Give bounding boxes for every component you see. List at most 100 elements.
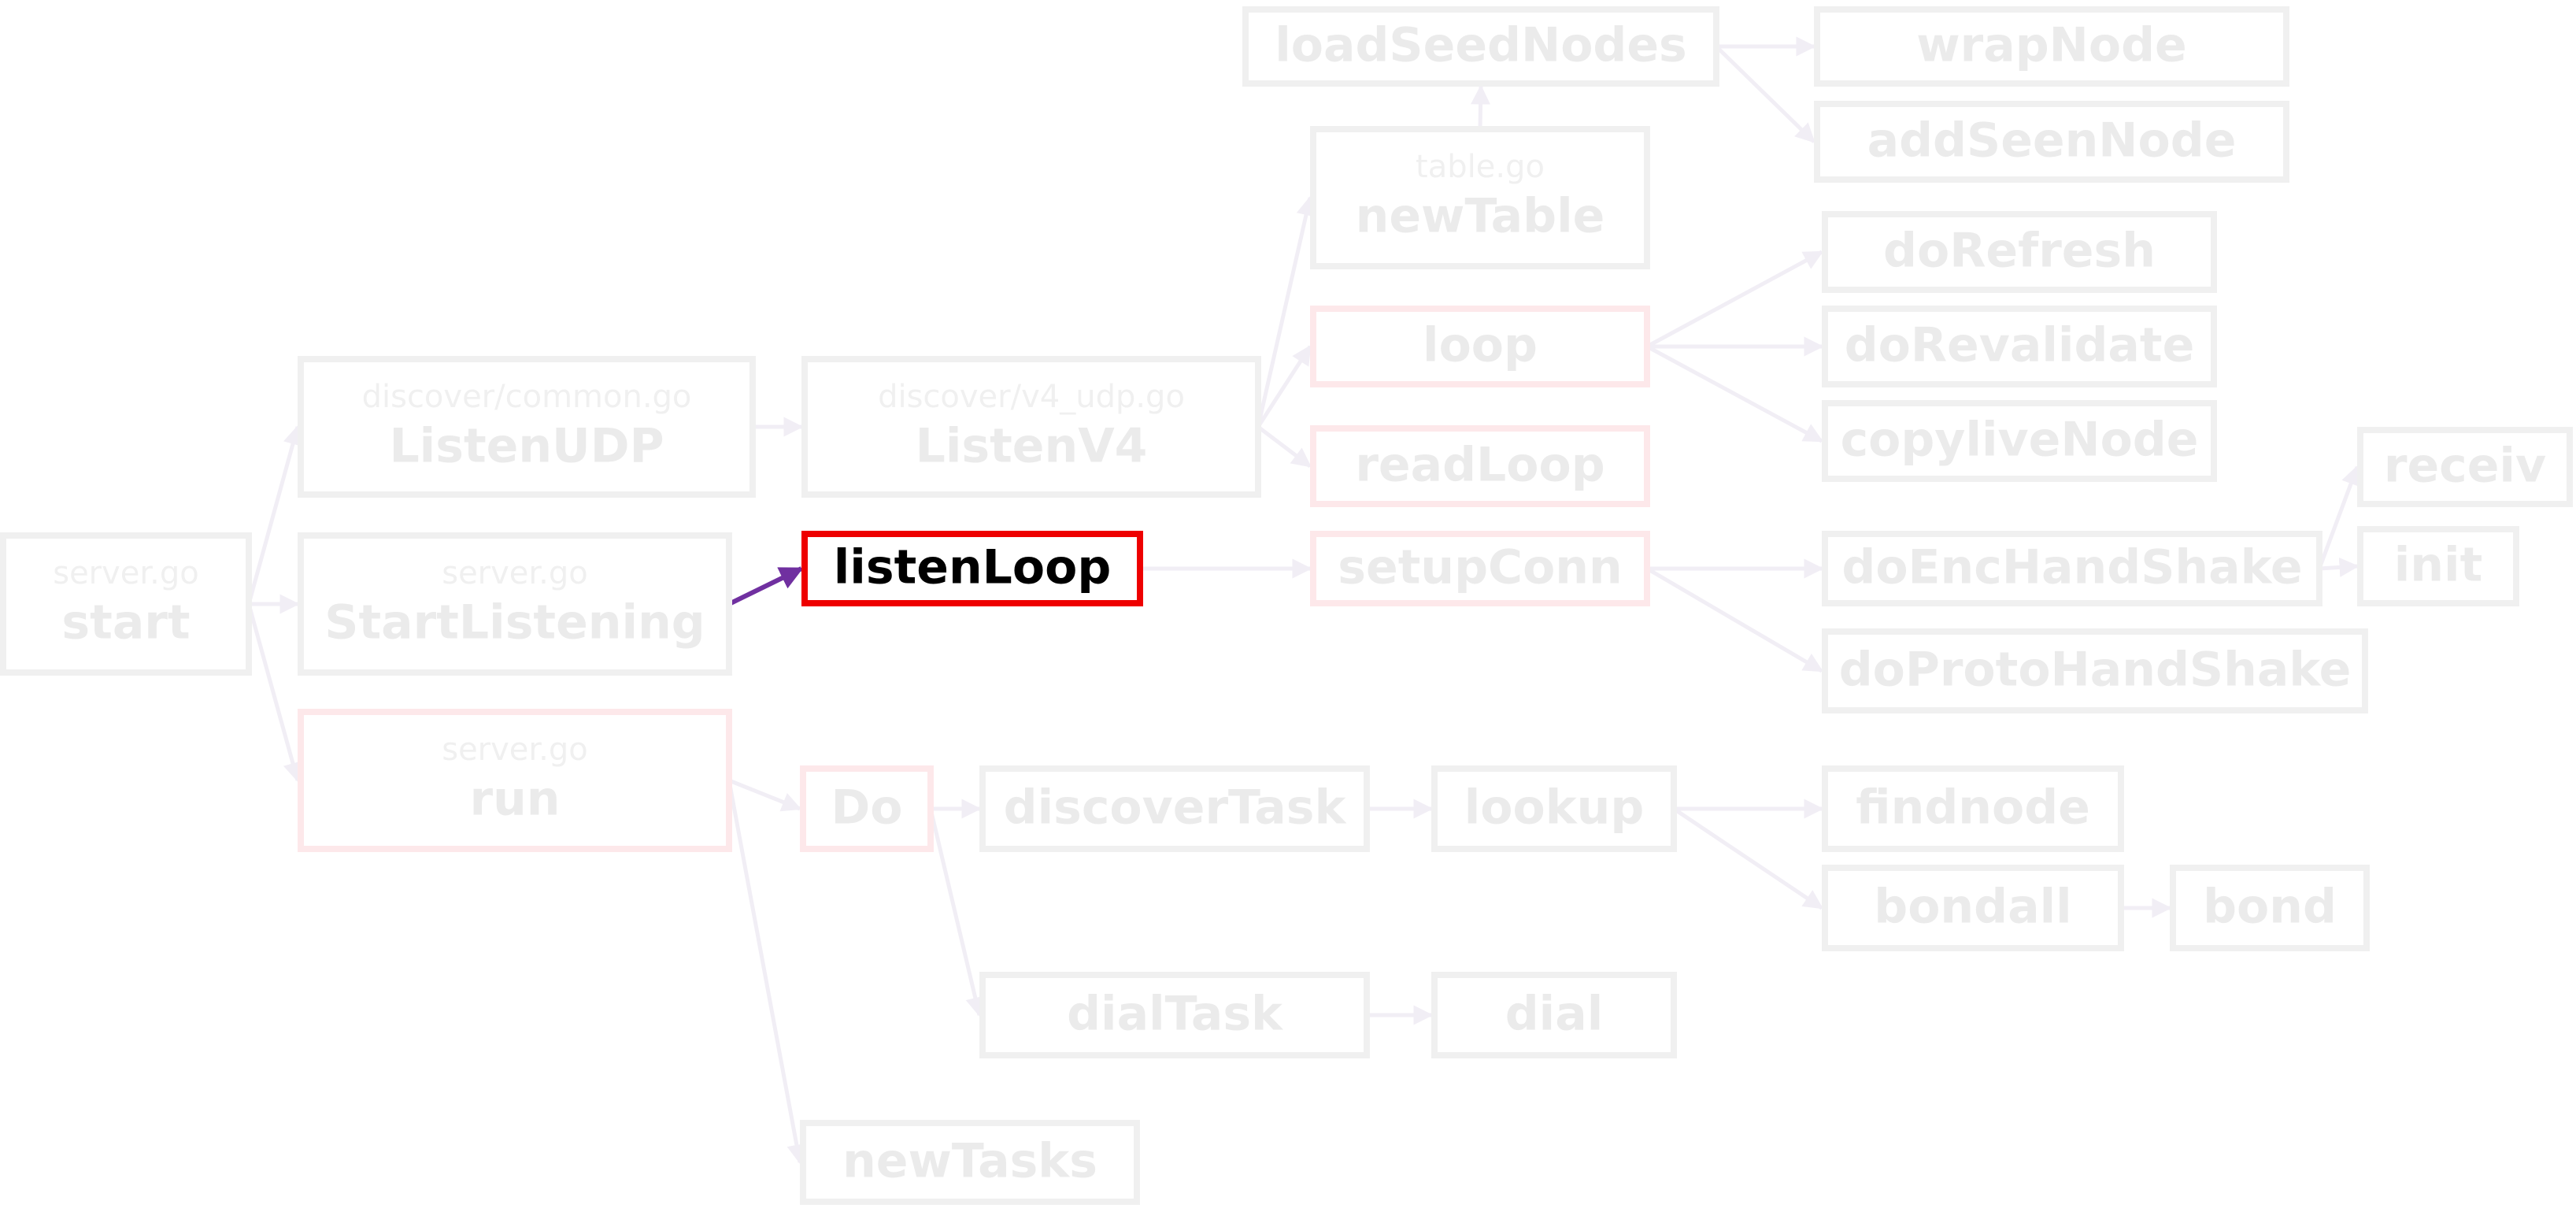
node-name-label: start <box>61 595 190 650</box>
node-box[interactable] <box>1822 865 2124 951</box>
node-copyliveNode[interactable]: copyliveNode <box>1822 400 2217 482</box>
node-name-label: addSeenNode <box>1867 113 2237 169</box>
node-box[interactable] <box>1431 972 1677 1058</box>
edge-start-to-run <box>246 603 303 783</box>
edge-setupConn-to-doProtoHandShake <box>1645 566 1824 673</box>
edge-ListenV4-to-readLoop <box>1257 425 1312 468</box>
node-box[interactable] <box>801 356 1261 498</box>
node-box[interactable] <box>1822 306 2217 387</box>
node-box[interactable] <box>801 531 1143 606</box>
node-init[interactable]: init <box>2357 526 2519 606</box>
edge-doEncHandShake-to-receiv <box>2317 465 2360 569</box>
node-box[interactable] <box>800 765 934 852</box>
node-box[interactable] <box>298 709 732 852</box>
node-box[interactable] <box>1822 211 2217 293</box>
node-dial[interactable]: dial <box>1431 972 1677 1058</box>
node-name-label: copyliveNode <box>1841 413 2199 468</box>
node-loop[interactable]: loop <box>1310 306 1650 387</box>
node-box[interactable] <box>1310 531 1650 606</box>
node-box[interactable] <box>2170 865 2370 951</box>
node-box[interactable] <box>1310 425 1650 507</box>
node-name-label: dial <box>1505 987 1604 1042</box>
node-name-label: findnode <box>1856 780 2090 836</box>
node-box[interactable] <box>800 1120 1140 1205</box>
node-box[interactable] <box>298 356 756 498</box>
node-file-label: server.go <box>53 555 199 591</box>
edge-ListenV4-to-loop <box>1256 344 1312 428</box>
node-box[interactable] <box>1431 765 1677 852</box>
node-box[interactable] <box>298 532 732 676</box>
node-doRevalidate[interactable]: doRevalidate <box>1822 306 2217 387</box>
node-box[interactable] <box>1814 101 2289 183</box>
node-name-label: bond <box>2203 880 2337 935</box>
node-newTasks[interactable]: newTasks <box>800 1120 1140 1205</box>
edge-loop-to-doRefresh <box>1645 250 1824 349</box>
node-doRefresh[interactable]: doRefresh <box>1822 211 2217 293</box>
node-name-label: init <box>2394 538 2483 593</box>
node-file-label: server.go <box>442 732 588 768</box>
node-box[interactable] <box>1822 765 2124 852</box>
node-Do[interactable]: Do <box>800 765 934 852</box>
node-name-label: discoverTask <box>1004 780 1348 836</box>
node-setupConn[interactable]: setupConn <box>1310 531 1650 606</box>
node-box[interactable] <box>1310 306 1650 387</box>
node-run[interactable]: server.go run <box>298 709 732 852</box>
edges-layer <box>246 36 2360 1165</box>
node-bondall[interactable]: bondall <box>1822 865 2124 951</box>
node-box[interactable] <box>2357 427 2573 507</box>
node-box[interactable] <box>2357 526 2519 606</box>
node-box[interactable] <box>1242 6 1719 87</box>
edge-lookup-to-bondall <box>1672 806 1824 910</box>
edge-run-to-newTasks <box>727 780 807 1165</box>
node-name-label: doProtoHandShake <box>1839 643 2352 698</box>
node-doEncHandShake[interactable]: doEncHandShake <box>1822 531 2322 606</box>
node-name-label: doEncHandShake <box>1841 540 2302 595</box>
node-discoverTask[interactable]: discoverTask <box>979 765 1370 852</box>
node-start[interactable]: server.go start <box>0 532 252 676</box>
node-name-label: Do <box>831 780 902 836</box>
node-dialTask[interactable]: dialTask <box>979 972 1370 1058</box>
node-wrapNode[interactable]: wrapNode <box>1814 6 2289 87</box>
edge-loadSeedNodes-to-addSeenNode <box>1715 45 1815 143</box>
node-box[interactable] <box>979 972 1370 1058</box>
node-box[interactable] <box>1822 400 2217 482</box>
node-name-label: StartListening <box>324 595 705 650</box>
node-name-label: lookup <box>1464 780 1645 836</box>
node-name-label: loop <box>1423 318 1538 373</box>
node-name-label: listenLoop <box>834 540 1112 595</box>
node-name-label: ListenV4 <box>916 419 1148 474</box>
node-doProtoHandShake[interactable]: doProtoHandShake <box>1822 628 2368 713</box>
node-listenLoop[interactable]: listenLoop <box>801 531 1143 606</box>
node-box[interactable] <box>1310 126 1650 269</box>
edge-ListenV4-to-newTable <box>1256 195 1316 428</box>
node-file-label: server.go <box>442 555 588 591</box>
node-name-label: loadSeedNodes <box>1275 18 1687 73</box>
node-box[interactable] <box>1822 531 2322 606</box>
node-name-label: doRevalidate <box>1845 318 2195 373</box>
node-receiv[interactable]: receiv <box>2357 427 2573 507</box>
node-box[interactable] <box>0 532 252 676</box>
edge-StartListening-to-listenLoop <box>727 566 804 606</box>
node-box[interactable] <box>1822 628 2368 713</box>
node-findnode[interactable]: findnode <box>1822 765 2124 852</box>
node-addSeenNode[interactable]: addSeenNode <box>1814 101 2289 183</box>
node-readLoop[interactable]: readLoop <box>1310 425 1650 507</box>
node-box[interactable] <box>1814 6 2289 87</box>
edge-loop-to-copyliveNode <box>1645 344 1824 443</box>
node-bond[interactable]: bond <box>2170 865 2370 951</box>
edge-doEncHandShake-to-init <box>2319 557 2359 577</box>
node-name-label: receiv <box>2384 439 2546 494</box>
node-lookup[interactable]: lookup <box>1431 765 1677 852</box>
edge-run-to-Do <box>728 778 802 812</box>
edge-newTable-to-loadSeedNodes <box>1471 84 1491 130</box>
node-loadSeedNodes[interactable]: loadSeedNodes <box>1242 6 1719 87</box>
node-name-label: run <box>469 772 560 827</box>
edge-start-to-ListenUDP <box>246 424 303 605</box>
node-box[interactable] <box>979 765 1370 852</box>
node-name-label: newTasks <box>842 1134 1097 1189</box>
